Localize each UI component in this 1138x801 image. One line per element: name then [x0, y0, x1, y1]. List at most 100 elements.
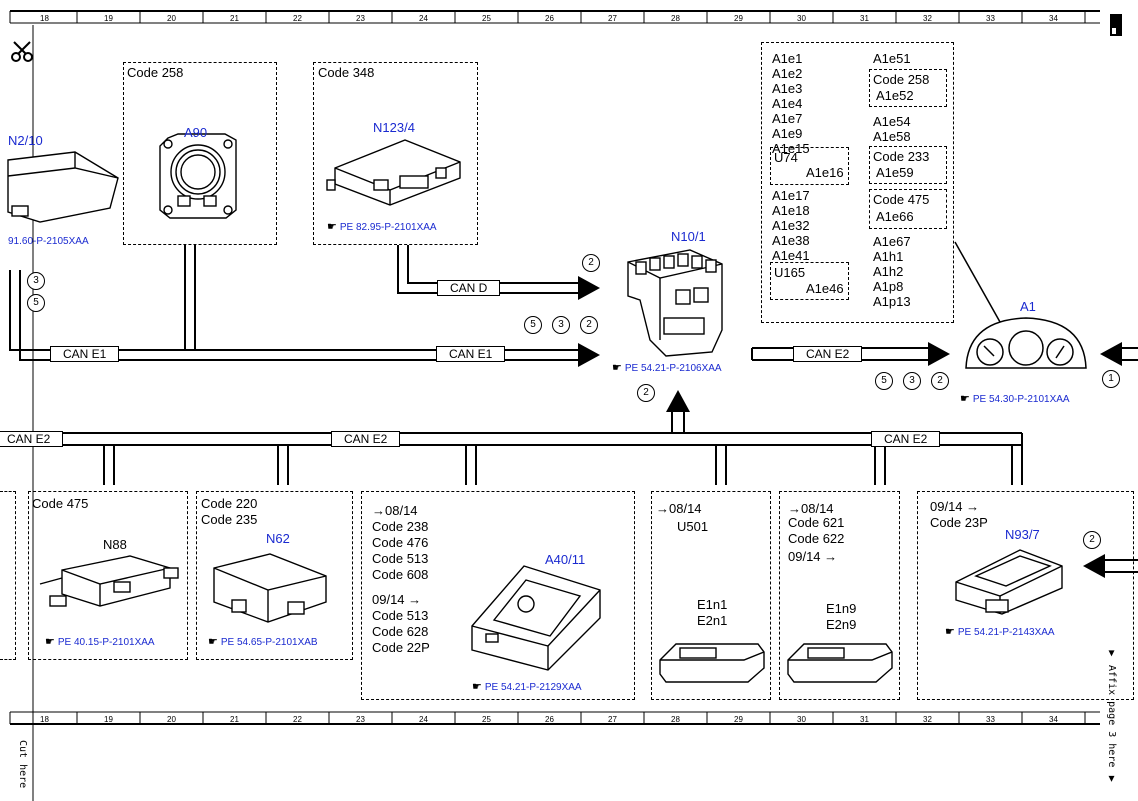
- code-line: Code 476: [372, 535, 429, 550]
- affix-page-label: ▼ Affix page 3 here ▼: [1106, 648, 1117, 785]
- can-e1-arrowhead: [578, 343, 600, 367]
- ruler-num: 21: [230, 715, 239, 724]
- code475-item: A1e66: [876, 209, 914, 224]
- e1n9-code1: Code 621: [788, 515, 845, 530]
- n123-4-ref[interactable]: ☛PE 82.95-P-2101XAA: [327, 220, 437, 233]
- code-line: Code 628: [372, 624, 429, 639]
- code233-title: Code 233: [873, 149, 930, 164]
- a1-label: A1: [1020, 299, 1036, 314]
- incoming-arrowhead: [1100, 342, 1122, 366]
- n10-1-ref[interactable]: ☛PE 54.21-P-2106XAA: [612, 361, 722, 374]
- circle-marker: 2: [931, 372, 949, 390]
- n93-7-label: N93/7: [1005, 527, 1040, 542]
- fuse-item: A1e32: [772, 218, 810, 233]
- fuse-item: A1e2: [772, 66, 803, 81]
- e1n9-date: →08/14: [788, 501, 834, 516]
- pointing-hand-icon: ☛: [945, 626, 955, 638]
- e1n9-box: [779, 491, 900, 700]
- can-e1-label-left: CAN E1: [50, 346, 120, 362]
- n88-ref[interactable]: ☛PE 40.15-P-2101XAA: [45, 635, 155, 648]
- code-line: Code 608: [372, 567, 429, 582]
- ruler-num: 29: [734, 14, 743, 23]
- ruler-num: 25: [482, 715, 491, 724]
- a90-box: [123, 62, 277, 245]
- ruler-num: 30: [797, 14, 806, 23]
- n93-7-date: 09/14 →: [930, 499, 980, 514]
- e1n9-e1n9: E1n9: [826, 601, 857, 616]
- n10-1-label: N10/1: [671, 229, 706, 244]
- circle-marker: 2: [582, 254, 600, 272]
- corner-marker-icon: [1110, 14, 1122, 36]
- fuse-right-bottom: A1e67 A1h1 A1h2 A1p8 A1p13: [873, 234, 911, 309]
- ruler-num: 33: [986, 14, 995, 23]
- n88-label: N88: [103, 537, 127, 552]
- code-line: Code 513: [372, 551, 429, 566]
- fuse-item: A1e41: [772, 248, 810, 263]
- n88-module-drawing: [39, 555, 179, 607]
- a1-ref[interactable]: ☛PE 54.30-P-2101XAA: [960, 392, 1070, 405]
- code-line: →08/14: [372, 503, 418, 518]
- n2-10-label: N2/10: [8, 133, 43, 148]
- a40-11-box: [361, 491, 635, 700]
- fuse-item: A1e67: [873, 234, 911, 249]
- e1n1-light-drawing: [659, 643, 765, 683]
- n93-7-box: [917, 491, 1134, 700]
- a90-code: Code 258: [127, 65, 184, 80]
- code258-box: [869, 69, 947, 107]
- u501-e1n1: E1n1: [697, 597, 728, 612]
- ruler-num: 19: [104, 715, 113, 724]
- can-e2-label-top: CAN E2: [793, 346, 863, 362]
- ruler-num: 22: [293, 715, 302, 724]
- n62-ref[interactable]: ☛PE 54.65-P-2101XAB: [208, 635, 318, 648]
- a40-11-ref[interactable]: ☛PE 54.21-P-2129XAA: [472, 680, 582, 693]
- ruler-num: 28: [671, 715, 680, 724]
- code233-box: [869, 146, 947, 184]
- ruler-num: 22: [293, 14, 302, 23]
- a1-cluster-drawing: [965, 317, 1087, 369]
- ruler-num: 31: [860, 14, 869, 23]
- ruler-num: 18: [40, 715, 49, 724]
- n2-10-module-drawing: [7, 151, 119, 223]
- can-e1-label-center: CAN E1: [436, 346, 506, 362]
- circle-marker: 3: [27, 272, 45, 290]
- fuse-item: A1e9: [772, 126, 803, 141]
- circle-marker: 5: [27, 294, 45, 312]
- fuse-item: A1h1: [873, 249, 904, 264]
- u165-title: U165: [774, 265, 806, 280]
- can-e2-label-right: CAN E2: [871, 431, 941, 447]
- ruler-num: 32: [923, 715, 932, 724]
- e1n9-light-drawing: [787, 643, 893, 683]
- n62-ref-text: PE 54.65-P-2101XAB: [220, 637, 318, 648]
- can-e1-bus: [9, 245, 580, 361]
- circle-marker: 5: [524, 316, 542, 334]
- u74-item: A1e16: [806, 165, 844, 180]
- ruler-num: 24: [419, 715, 428, 724]
- can-e2-arrowhead: [928, 342, 950, 366]
- n123-4-ref-text: PE 82.95-P-2101XAA: [339, 222, 437, 233]
- fuse-item: A1e7: [772, 111, 803, 126]
- can-e2-label-mid: CAN E2: [331, 431, 401, 447]
- pointing-hand-icon: ☛: [208, 636, 218, 648]
- n88-box: [28, 491, 188, 660]
- e1n9-code2: Code 622: [788, 531, 845, 546]
- n62-label: N62: [266, 531, 290, 546]
- scissors-icon: [11, 41, 33, 62]
- n93-7-ref[interactable]: ☛PE 54.21-P-2143XAA: [945, 625, 1055, 638]
- ruler-num: 30: [797, 715, 806, 724]
- a90-sensor-drawing: [159, 133, 237, 219]
- ruler-num: 18: [40, 14, 49, 23]
- n62-box: [196, 491, 353, 660]
- n62-module-drawing: [213, 553, 327, 623]
- a1-ref-text: PE 54.30-P-2101XAA: [972, 394, 1070, 405]
- a40-11-codes-1: →08/14 Code 238 Code 476 Code 513 Code 6…: [372, 503, 428, 583]
- ruler-num: 26: [545, 715, 554, 724]
- ruler-num: 26: [545, 14, 554, 23]
- ruler-num: 23: [356, 715, 365, 724]
- fuse-list-box: [761, 42, 954, 323]
- fuse-item: A1e1: [772, 51, 803, 66]
- n93-7-code: Code 23P: [930, 515, 988, 530]
- fuse-item: A1e4: [772, 96, 803, 111]
- fuse-item: A1p13: [873, 294, 911, 309]
